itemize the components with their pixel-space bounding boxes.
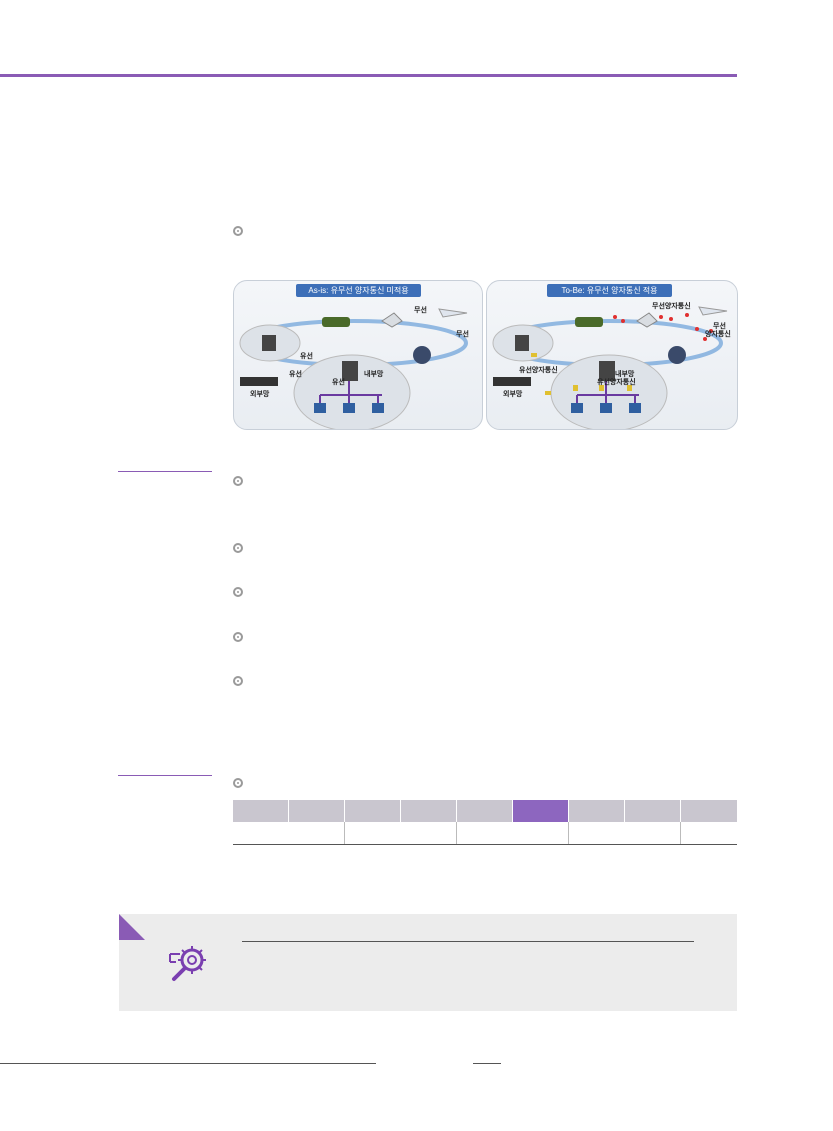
label-wireless: 무선 <box>456 331 469 338</box>
table-header-cell <box>401 800 457 822</box>
label-internal-net: 내부망 <box>364 371 384 378</box>
bullet-icon <box>233 587 243 597</box>
as-is-panel: As-is: 유무선 양자통신 미적용 무선 무선 유선 유선 유선 내부망 외… <box>233 280 483 430</box>
table-header-cell <box>457 800 513 822</box>
to-be-panel: To-Be: 유무선 양자통신 적용 무선양자통신 무선 양자통 <box>486 280 738 430</box>
table-cell <box>569 822 681 844</box>
label-wireless: 무선 <box>414 307 427 314</box>
table-header-cell <box>569 800 625 822</box>
table-bottom-rule <box>233 844 737 845</box>
section-rule <box>118 775 212 776</box>
bullet-icon <box>233 632 243 642</box>
label-wired: 유선 <box>289 371 302 378</box>
label-external-net: 외부망 <box>503 391 523 398</box>
tip-box <box>119 914 737 1011</box>
table-cell <box>233 822 345 844</box>
table-header-cell <box>233 800 289 822</box>
table-cell <box>457 822 569 844</box>
label-wired: 유선 <box>332 379 345 386</box>
section-rule <box>118 471 212 472</box>
bullet-icon <box>233 476 243 486</box>
tip-title-rule <box>242 941 694 942</box>
label-wired-quantum: 유선양자통신 <box>597 379 636 386</box>
bullet-icon <box>233 778 243 788</box>
label-wired: 유선 <box>300 353 313 360</box>
footnote-rule <box>0 1063 376 1064</box>
table-cell <box>345 822 457 844</box>
as-is-title: As-is: 유무선 양자통신 미적용 <box>296 284 421 297</box>
label-external-net: 외부망 <box>250 391 270 398</box>
label-wired-quantum: 유선양자통신 <box>519 367 558 374</box>
bullet-icon <box>233 676 243 686</box>
footnote-rule <box>473 1063 501 1064</box>
label-quantum: 양자통신 <box>705 331 731 338</box>
bullet-icon <box>233 543 243 553</box>
table-header-cell <box>345 800 401 822</box>
table-cell <box>681 822 737 844</box>
label-wireless: 무선 <box>713 323 726 330</box>
gear-magnifier-icon <box>166 942 210 982</box>
header-rule <box>0 74 737 77</box>
label-internal-net: 내부망 <box>615 371 635 378</box>
as-is-diagram <box>239 308 468 429</box>
label-wireless-quantum: 무선양자통신 <box>652 303 691 310</box>
table-header-cell <box>289 800 345 822</box>
to-be-diagram <box>492 306 728 429</box>
bullet-icon <box>233 226 243 236</box>
quantum-network-figure: As-is: 유무선 양자통신 미적용 무선 무선 유선 유선 유선 내부망 외… <box>233 280 738 430</box>
table-header-cell <box>681 800 737 822</box>
table-header-cell <box>625 800 681 822</box>
table-header-cell-active <box>513 800 569 822</box>
to-be-title: To-Be: 유무선 양자통신 적용 <box>547 284 672 297</box>
tip-corner <box>119 914 145 940</box>
